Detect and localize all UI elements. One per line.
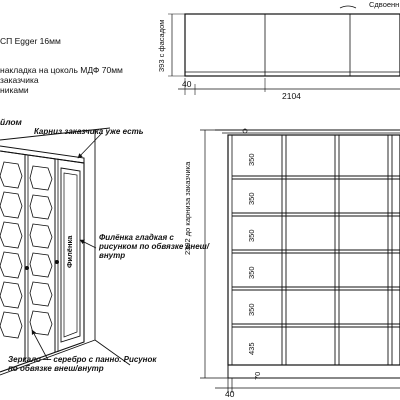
plan-door-arc — [339, 5, 357, 9]
plan-depth-label: 393 с фасадом — [157, 19, 166, 72]
note-plinth: накладка на цоколь МДФ 70мм — [0, 65, 123, 75]
shelf-dim-5: 350 — [247, 303, 256, 316]
note-panel: Филёнка гладкая с рисунком по обвязке вн… — [99, 233, 210, 261]
shelf-dim-4: 350 — [247, 266, 256, 279]
plan-view — [168, 5, 400, 95]
note-customer: заказчика — [0, 75, 39, 85]
elevation-plinth-dim: 70 — [253, 371, 262, 380]
plan-left-offset: 40 — [182, 79, 192, 89]
note-handles: никами — [0, 85, 29, 95]
plan-outline — [184, 13, 400, 77]
elevation-height-label: 2392 до карниза заказчика — [183, 161, 192, 255]
wardrobe-sketch — [0, 127, 131, 376]
note-material: СП Egger 16мм — [0, 36, 61, 46]
panel-label: Филёнка — [65, 235, 74, 268]
lattice-pattern-middle — [29, 165, 53, 336]
shelf-dim-6: 435 — [247, 342, 256, 355]
note-cropped-heading: йлом — [0, 117, 22, 127]
plan-cropped-label: Сдвоенн — [369, 0, 400, 9]
plan-width-label: 2104 — [282, 91, 301, 101]
lattice-pattern-left — [0, 161, 23, 339]
elevation-view — [215, 128, 400, 379]
shelf-dim-2: 350 — [247, 192, 256, 205]
elevation-shelves — [232, 175, 400, 328]
leader-lines — [31, 132, 103, 361]
elevation-bottom-left-dim: 40 — [225, 389, 235, 399]
note-cornice: Карниз заказчика уже есть — [34, 127, 144, 136]
shelf-dim-1: 350 — [247, 153, 256, 166]
elevation-dimensions — [200, 129, 400, 393]
note-mirror: Зеркало — серебро с панно. Рисунок по об… — [8, 355, 157, 374]
shelf-dim-3: 350 — [247, 229, 256, 242]
